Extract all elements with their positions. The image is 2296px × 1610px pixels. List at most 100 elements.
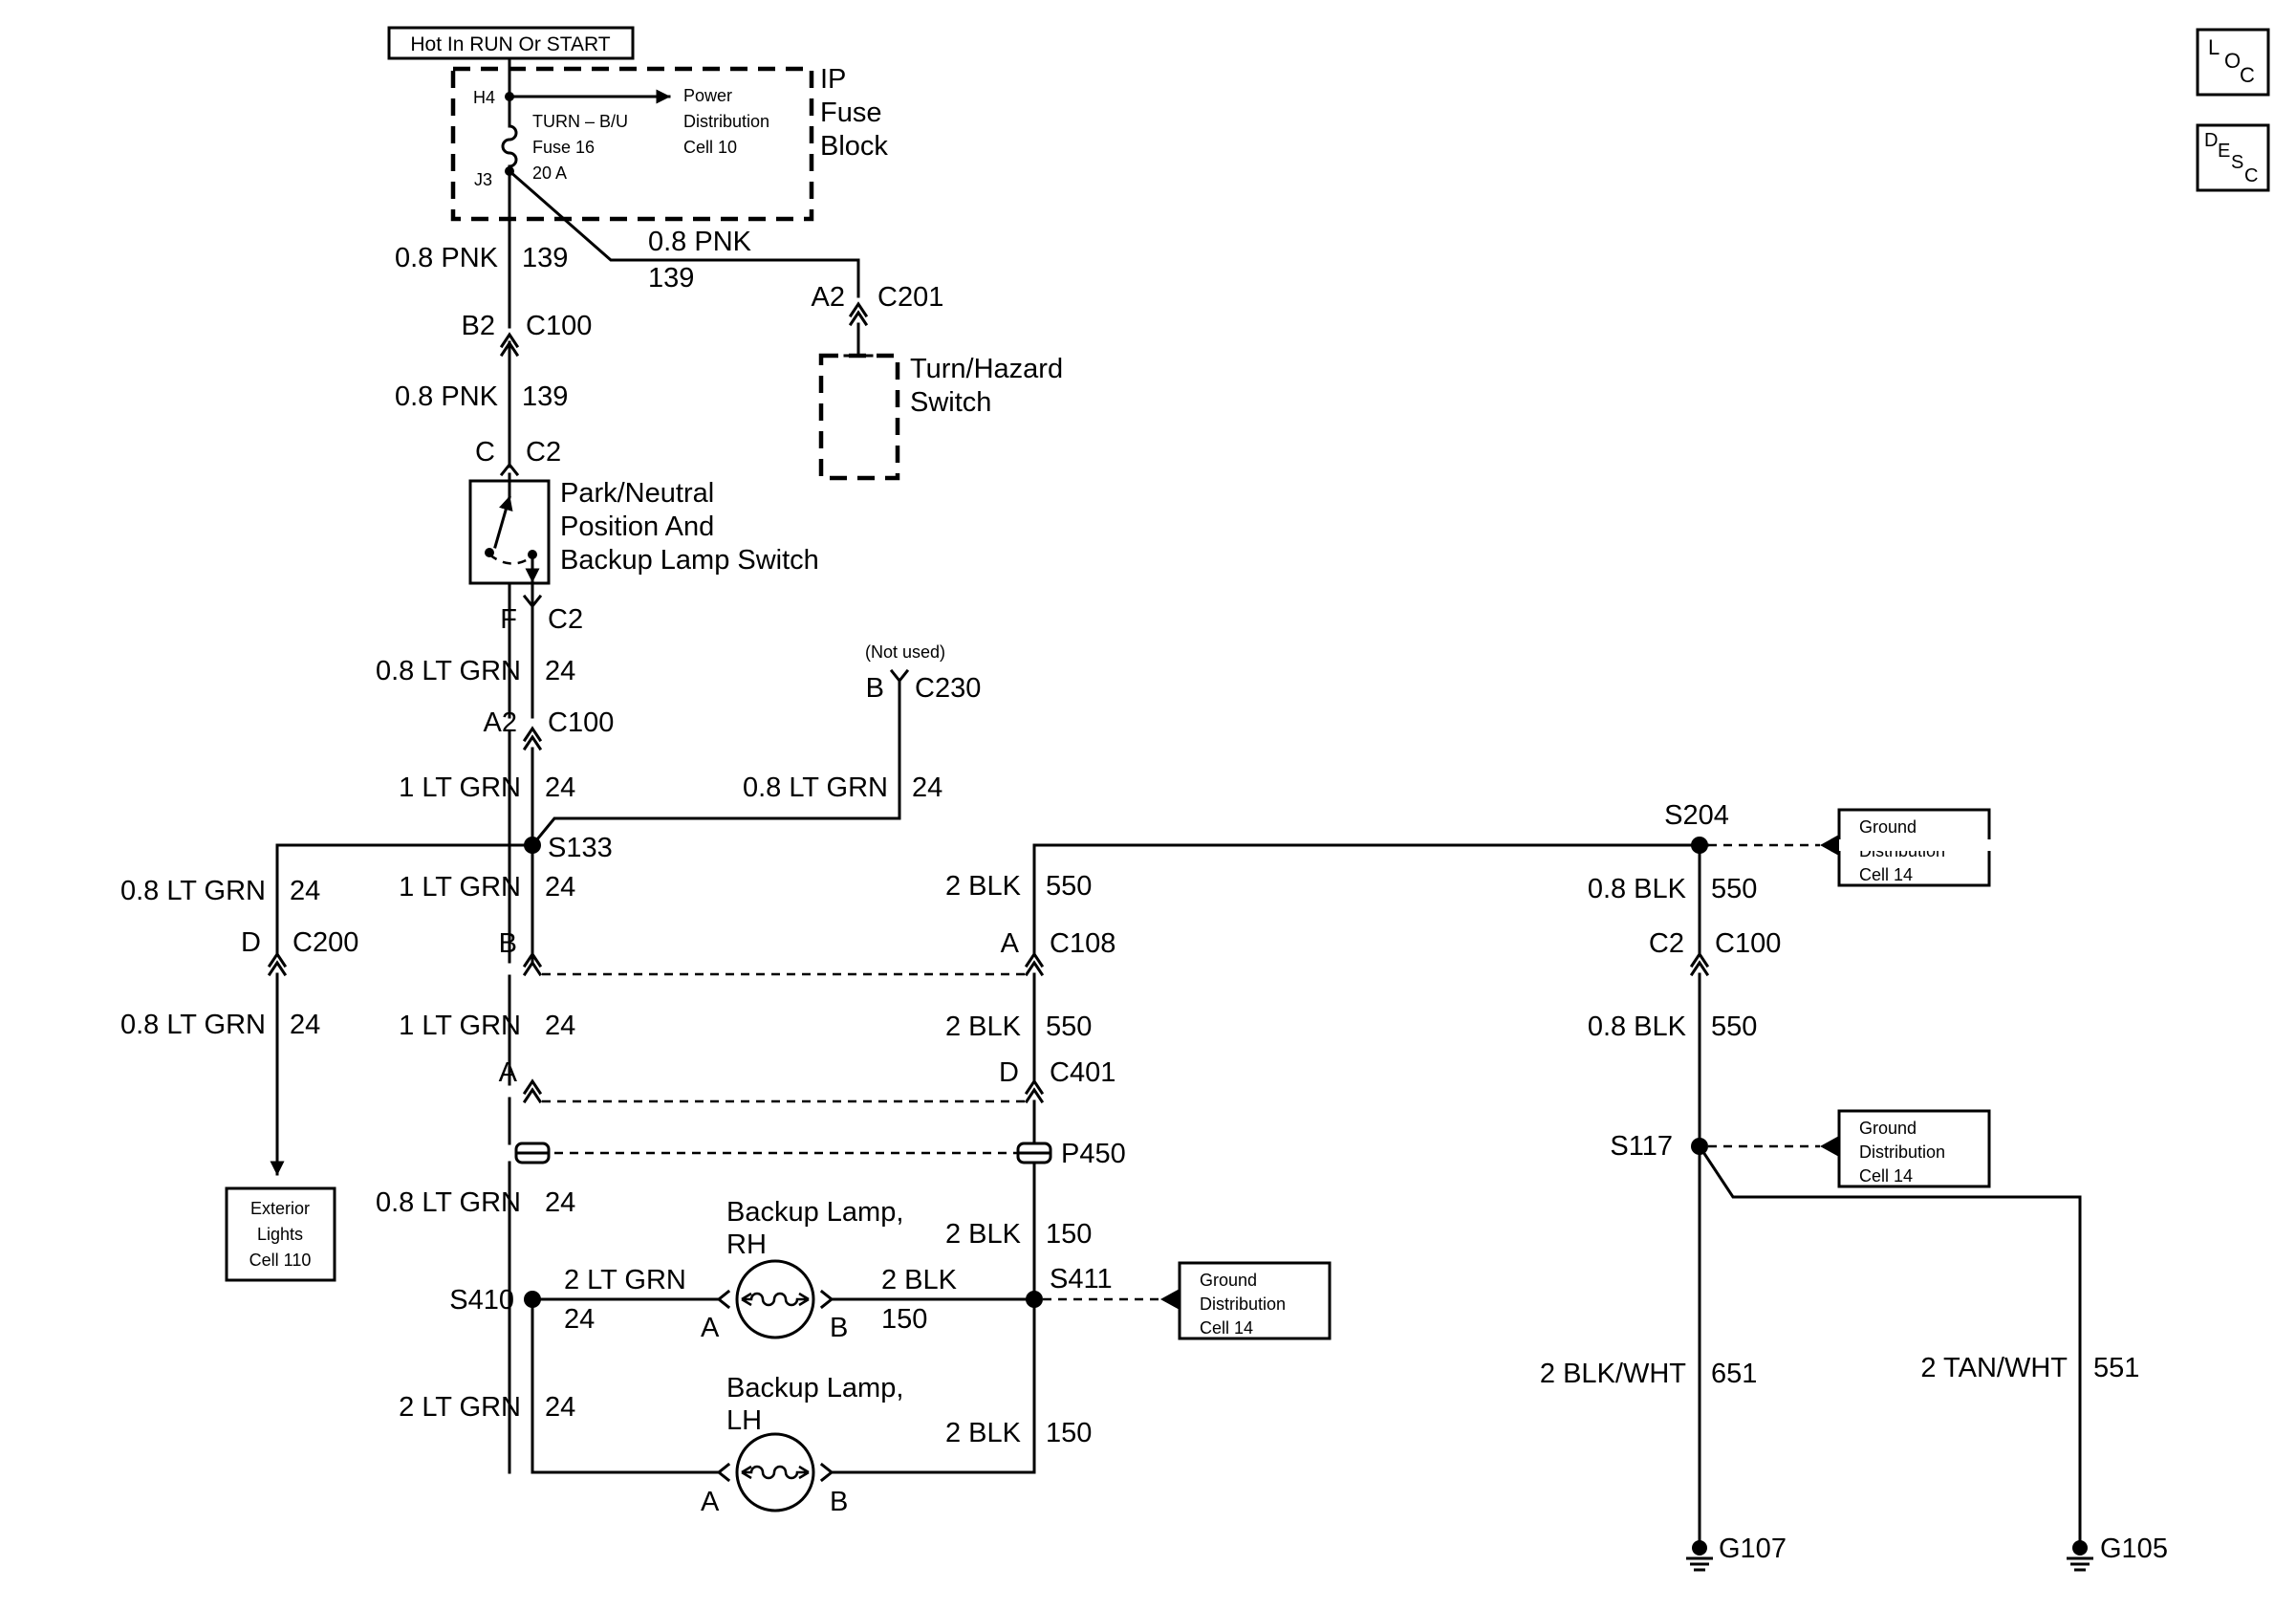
splice-s411	[1026, 1291, 1043, 1308]
connector-c100-b-icon	[522, 726, 543, 751]
power-dist-2: Distribution	[683, 112, 769, 131]
backup-lamp-rh-icon	[735, 1259, 815, 1339]
c230-name: C230	[915, 673, 981, 704]
c401-right-name: C401	[1050, 1057, 1116, 1088]
c108-right-name: C108	[1050, 928, 1116, 959]
wire-ltgrn-a-gauge: 0.8 LT GRN	[376, 656, 521, 686]
fuse-block-name-1: IP	[820, 64, 846, 95]
power-dist-1: Power	[683, 86, 732, 105]
ground-dist-3-line-1: Ground	[1859, 1119, 1917, 1138]
c108-right-pin: A	[1001, 928, 1020, 959]
connector-c100-c-icon	[1689, 951, 1710, 977]
wire-blk-d-gauge: 2 BLK	[945, 1418, 1022, 1448]
fuse-rating: 20 A	[532, 163, 567, 183]
wire-ltgrn-lh-circuit: 24	[545, 1392, 575, 1423]
lamp-lh-pin-b: B	[830, 1487, 848, 1517]
connector-c201-icon	[848, 301, 869, 327]
pnp-switch-name-3: Backup Lamp Switch	[560, 545, 819, 576]
wire-ltgrn-g-gauge: 1 LT GRN	[399, 1011, 521, 1041]
wire-blk-e-circuit: 550	[1711, 874, 1757, 904]
desc-icon-d: D	[2204, 130, 2218, 151]
desc-icon-e: E	[2218, 141, 2230, 162]
ground-dist-1-line-1: Ground	[1200, 1271, 1257, 1290]
wire-blk-c-gauge: 2 BLK	[945, 1219, 1022, 1250]
g105-label: G105	[2100, 1534, 2168, 1564]
connector-p450-left-icon	[514, 1142, 551, 1164]
connector-c401-left-icon	[522, 1078, 543, 1104]
wire-ltgrn-c-circuit: 24	[912, 772, 942, 803]
s204-label: S204	[1664, 800, 1729, 831]
fuse-name: TURN – B/U	[532, 112, 628, 131]
c230-pin: B	[866, 673, 884, 704]
wire-ltgrn-d-gauge: 0.8 LT GRN	[120, 876, 266, 906]
lamp-lh-name-1: Backup Lamp,	[726, 1373, 903, 1403]
wire-ltgrn-a-circuit: 24	[545, 656, 575, 686]
wire-pnk-a-gauge: 0.8 PNK	[395, 243, 499, 273]
exterior-lights-2: Lights	[257, 1225, 303, 1244]
wire-blk-a-gauge: 2 BLK	[945, 871, 1022, 902]
exterior-lights-box: Exterior Lights Cell 110	[225, 1186, 336, 1282]
wire-blk-rh-gauge: 2 BLK	[881, 1265, 958, 1295]
wire-blk-c-circuit: 150	[1046, 1219, 1092, 1250]
wire-pnk-b-circuit: 139	[648, 263, 694, 294]
connector-c401-right-icon	[1024, 1078, 1045, 1104]
ground-g105-icon	[2067, 1540, 2093, 1572]
c100-c-name: C100	[1715, 928, 1781, 959]
s117-label: S117	[1610, 1131, 1673, 1162]
wire-ltgrn-lh-gauge: 2 LT GRN	[399, 1392, 521, 1423]
c201-pin: A2	[812, 282, 845, 313]
wire-ltgrn-h-circuit: 24	[545, 1187, 575, 1218]
c2-b-name: C2	[548, 604, 583, 635]
p450-name: P450	[1061, 1139, 1126, 1169]
c401-right-pin: D	[999, 1057, 1019, 1088]
wire-pnk-c-gauge: 0.8 PNK	[395, 381, 499, 412]
c200-pin: D	[241, 927, 261, 958]
wire-tanwht-gauge: 2 TAN/WHT	[1920, 1353, 2068, 1383]
backup-lamp-lh-icon	[735, 1432, 815, 1512]
c230-note: (Not used)	[865, 642, 945, 662]
wire-ltgrn-g-circuit: 24	[545, 1011, 575, 1041]
desc-icon-c: C	[2244, 165, 2258, 186]
connector-c2-a-icon	[499, 462, 520, 477]
ip-fuse-block: IP Fuse Block H4 J3 TURN – B/U Fuse 16 2…	[450, 64, 888, 222]
wire-blk-b-circuit: 550	[1046, 1012, 1092, 1042]
wire-ltgrn-f-gauge: 0.8 LT GRN	[120, 1010, 266, 1040]
wire-blkwht-gauge: 2 BLK/WHT	[1540, 1359, 1686, 1389]
lamp-rh-pin-a: A	[701, 1313, 720, 1343]
desc-icon[interactable]: D E S C	[2196, 123, 2270, 192]
ground-dist-3-line-2: Distribution	[1859, 1142, 1945, 1162]
g107-label: G107	[1719, 1534, 1787, 1564]
park-neutral-switch: Park/Neutral Position And Backup Lamp Sw…	[468, 478, 819, 585]
wire-ltgrn-rh-circuit: 24	[564, 1304, 595, 1335]
hot-label-text: Hot In RUN Or START	[410, 33, 610, 55]
ground-dist-2-line-3: Cell 14	[1859, 865, 1913, 884]
wire-blk-e-gauge: 0.8 BLK	[1588, 874, 1687, 904]
lamp-rh-name-2: RH	[726, 1229, 767, 1260]
c100-c-pin: C2	[1649, 928, 1684, 959]
wire-ltgrn-rh-gauge: 2 LT GRN	[564, 1265, 686, 1295]
c201-name: C201	[877, 282, 943, 313]
connector-c108-right-icon	[1024, 951, 1045, 977]
fuse-block-name-2: Fuse	[820, 98, 881, 128]
c100-b-pin: A2	[484, 707, 517, 738]
ground-distribution-box-1: Ground Distribution Cell 14	[1178, 1261, 1332, 1340]
wire-ltgrn-f-circuit: 24	[290, 1010, 320, 1040]
c100-a-name: C100	[526, 311, 592, 341]
turn-hazard-name-2: Switch	[910, 387, 991, 418]
wire-ltgrn-h-gauge: 0.8 LT GRN	[376, 1187, 521, 1218]
wire-pnk-c-circuit: 139	[522, 381, 568, 412]
ground-distribution-box-3: Ground Distribution Cell 14	[1837, 1109, 1991, 1188]
wire-blk-f-circuit: 550	[1711, 1012, 1757, 1042]
desc-icon-s: S	[2231, 152, 2243, 173]
fuse-pin-h4: H4	[473, 88, 495, 107]
turn-hazard-switch	[818, 353, 900, 481]
c2-a-name: C2	[526, 437, 561, 468]
lamp-rh-pin-b: B	[830, 1313, 848, 1343]
lamp-lh-pin-a: A	[701, 1487, 720, 1517]
connector-c108-left-icon	[522, 951, 543, 977]
connector-c100-a-icon	[499, 332, 520, 358]
loc-icon[interactable]: L O C	[2196, 28, 2270, 97]
wire-pnk-b-gauge: 0.8 PNK	[648, 227, 752, 257]
wire-ltgrn-b-gauge: 1 LT GRN	[399, 772, 521, 803]
